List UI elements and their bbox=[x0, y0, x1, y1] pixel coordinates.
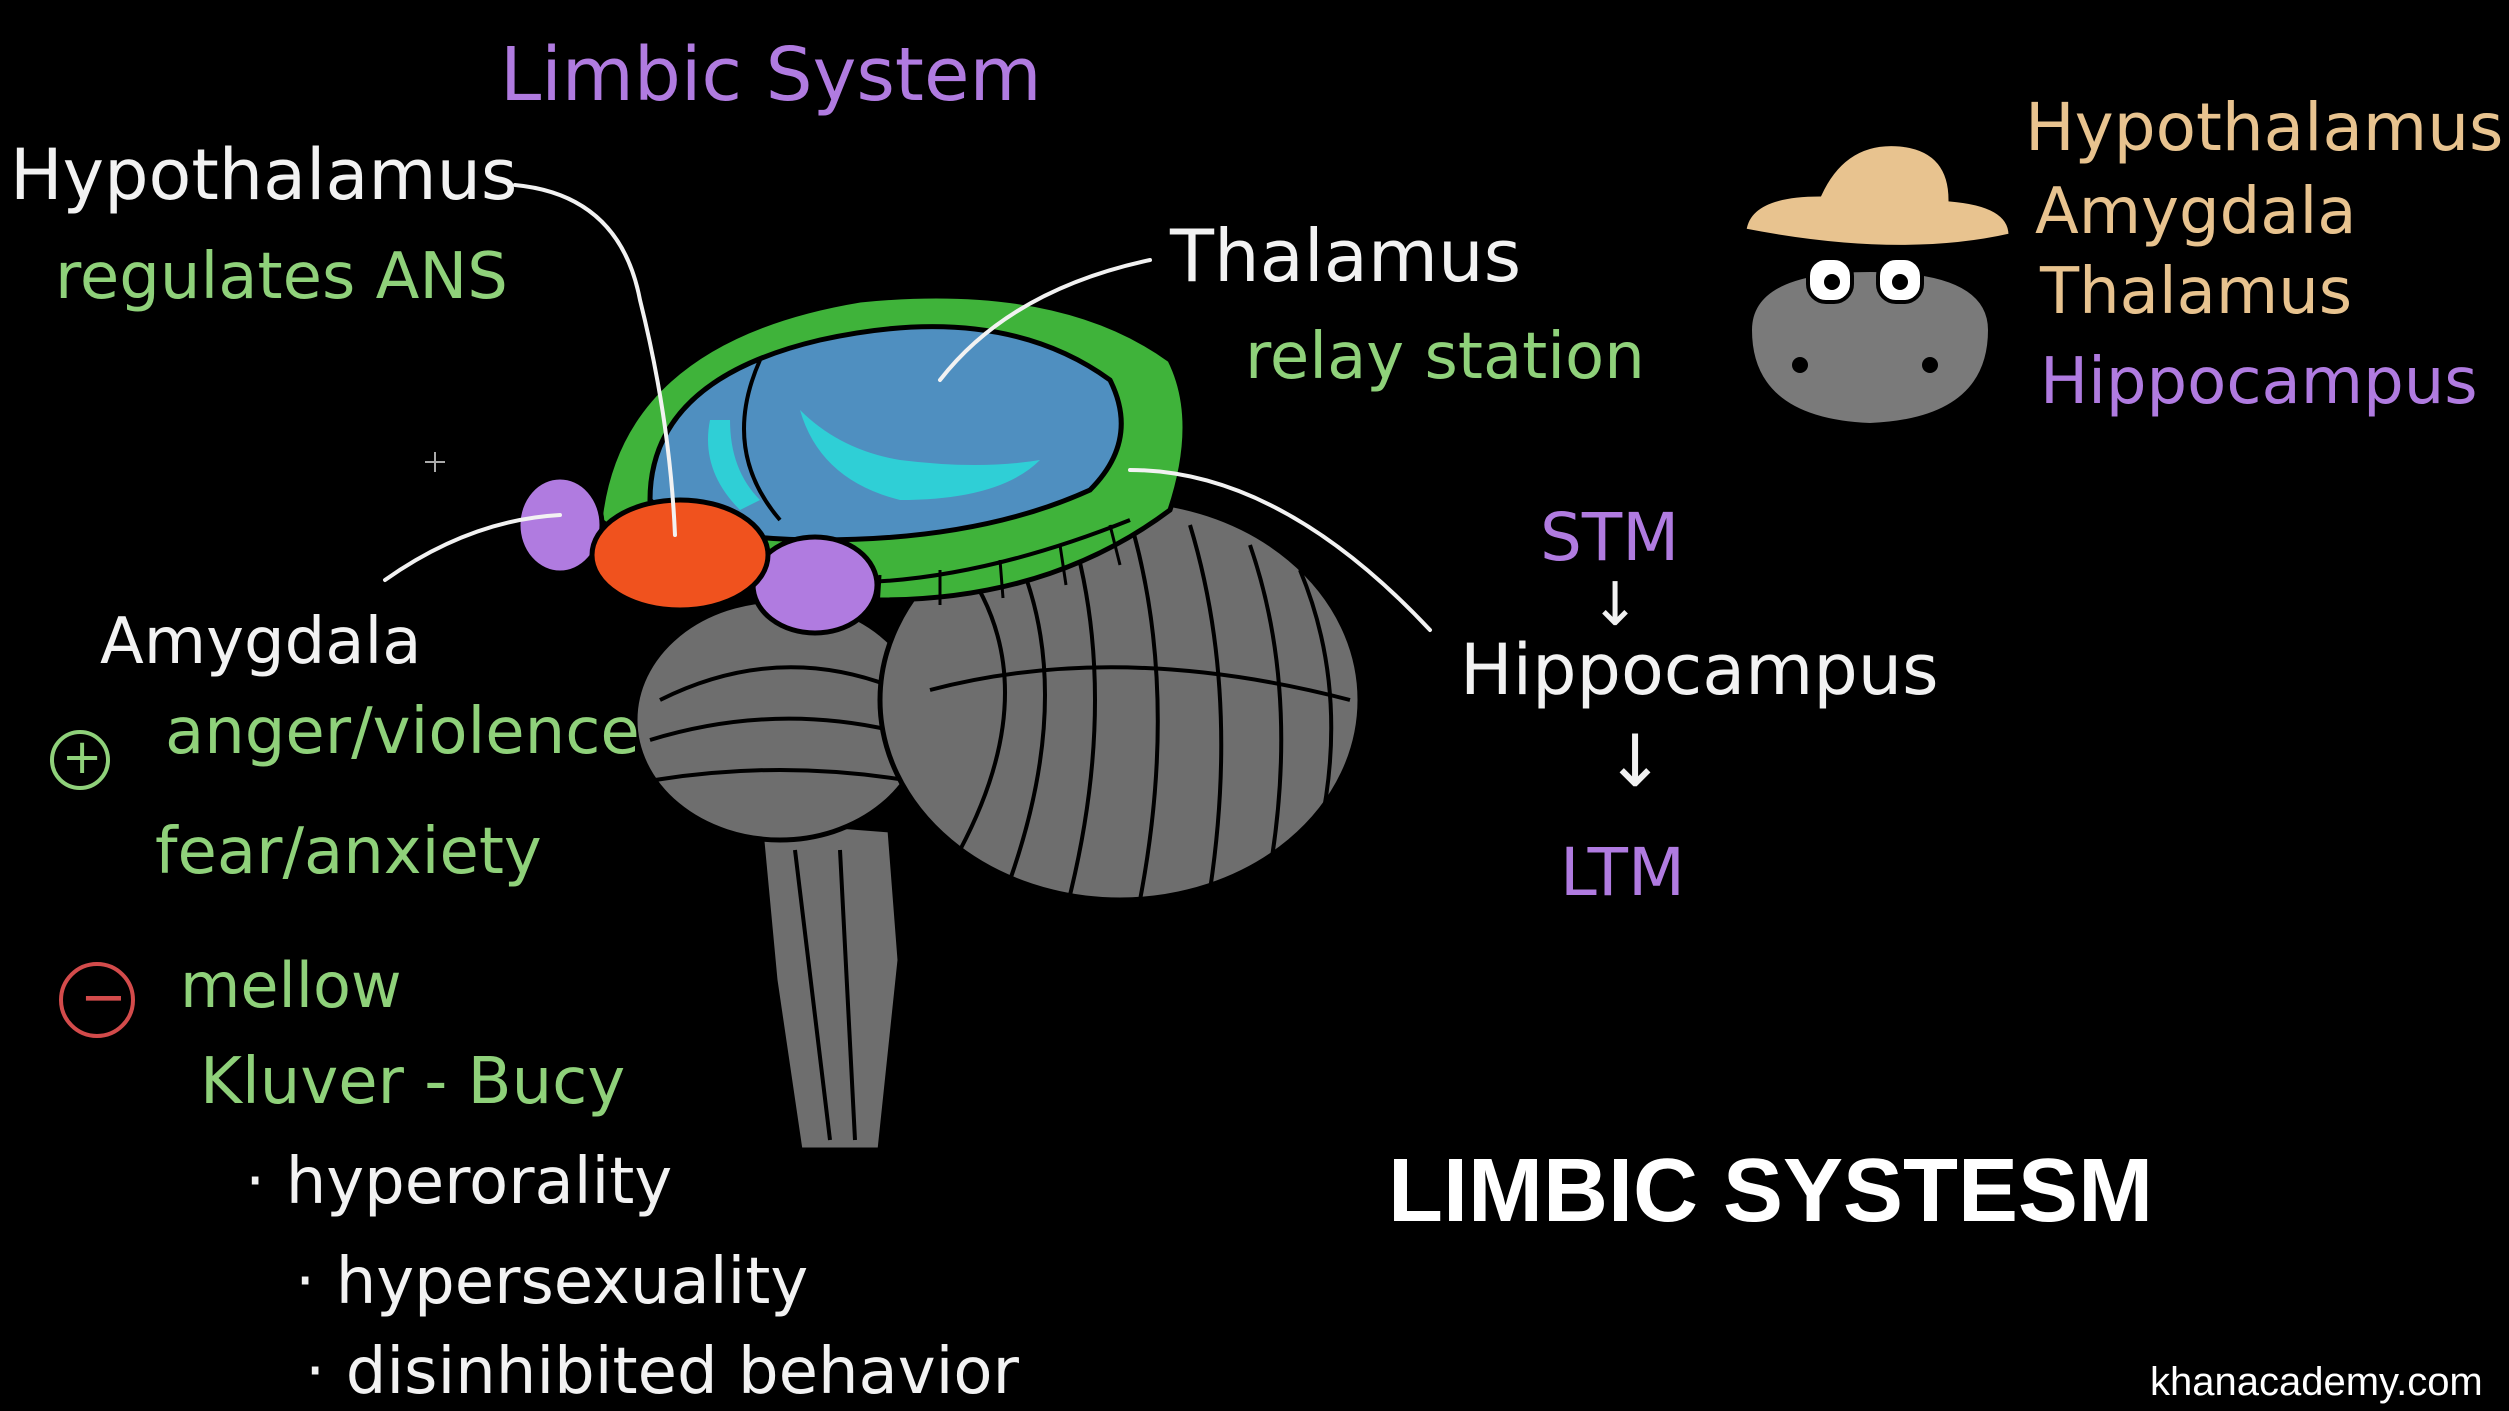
stm-arrow: ↓ bbox=[1590, 575, 1640, 635]
thalamus-label: Thalamus bbox=[1170, 220, 1521, 292]
hippocampus-blob-right bbox=[753, 537, 877, 633]
hippocampus-label: Hippocampus bbox=[1460, 635, 1939, 705]
ltm-label: LTM bbox=[1560, 840, 1685, 906]
anger-violence-text: anger/violence bbox=[165, 700, 640, 764]
page-title: Limbic System bbox=[500, 38, 1042, 112]
mnemonic-thalamus: Thalamus bbox=[2040, 260, 2352, 324]
kluver-bucy-text: Kluver - Bucy bbox=[200, 1050, 625, 1114]
amygdala-label: Amygdala bbox=[100, 610, 421, 674]
bullet-hyperorality: · hyperorality bbox=[245, 1150, 672, 1214]
brainstem-shape bbox=[760, 820, 900, 1150]
hippocampus-blob-left bbox=[518, 477, 602, 573]
mellow-text: mellow bbox=[180, 955, 402, 1017]
caption-text: LIMBIC SYSTESM bbox=[1388, 1140, 2153, 1243]
stm-label: STM bbox=[1540, 505, 1679, 571]
fear-anxiety-text: fear/anxiety bbox=[155, 820, 542, 884]
bullet-hypersexuality: · hypersexuality bbox=[295, 1250, 808, 1314]
plus-symbol: + bbox=[62, 733, 102, 781]
watermark-text: khanacademy.com bbox=[2150, 1360, 2483, 1405]
minus-symbol: − bbox=[80, 970, 127, 1026]
hypothalamus-function: regulates ANS bbox=[55, 245, 508, 309]
bullet-disinhibited: · disinhibited behavior bbox=[305, 1340, 1019, 1404]
hippo-with-hat-icon bbox=[1745, 145, 2010, 425]
mnemonic-hippocampus: Hippocampus bbox=[2040, 350, 2478, 414]
thalamus-function: relay station bbox=[1245, 325, 1645, 389]
amygdala-shape bbox=[592, 500, 768, 610]
hypothalamus-label: Hypothalamus bbox=[10, 140, 517, 210]
ltm-arrow: ↓ bbox=[1605, 725, 1665, 797]
cursor-crosshair bbox=[425, 452, 445, 472]
mnemonic-hypothalamus: Hypothalamus bbox=[2025, 95, 2503, 161]
mnemonic-amygdala: Amygdala bbox=[2035, 180, 2356, 244]
